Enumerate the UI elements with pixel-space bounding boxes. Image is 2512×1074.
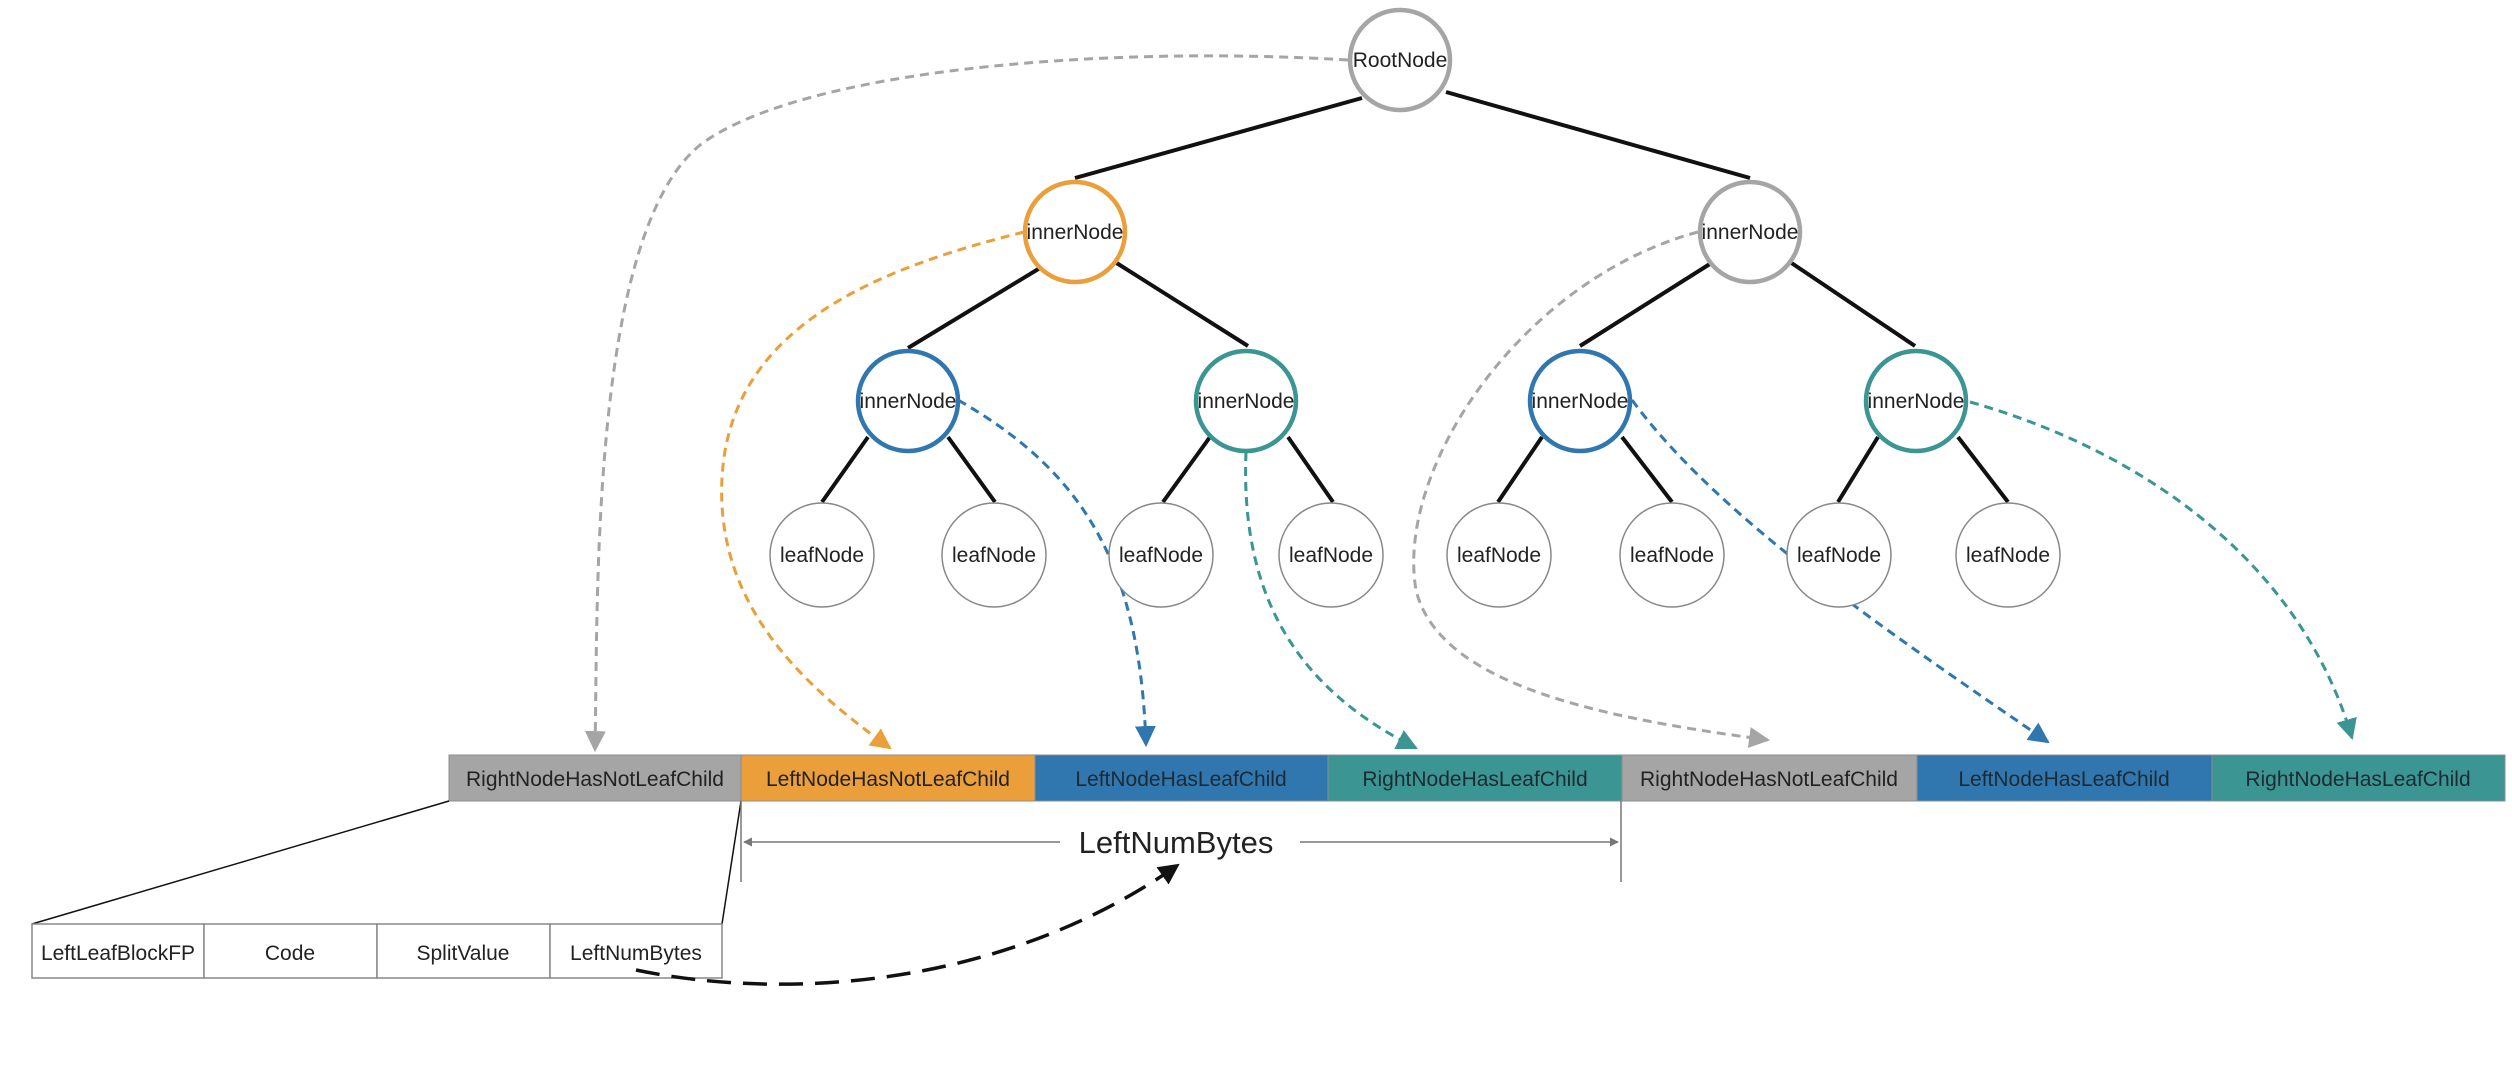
header-field: LeftLeafBlockFP xyxy=(31,923,205,979)
leaf-node: leafNode xyxy=(769,502,875,608)
edge-inner-gray-blue xyxy=(1578,260,1715,348)
edge-teal2-leaf7 xyxy=(1836,435,1880,504)
inner-node-circle xyxy=(1697,179,1803,285)
inner-node-blue-left: innerNode xyxy=(855,348,961,454)
byte-segment: RightNodeHasLeafChild xyxy=(2211,754,2506,802)
inner-node-label: innerNode xyxy=(1868,390,1965,413)
edge-inner-gray-teal xyxy=(1788,260,1917,348)
inner-node-label: innerNode xyxy=(1198,390,1295,413)
byte-segment-label: RightNodeHasLeafChild xyxy=(2245,768,2470,791)
edge-teal1-leaf4 xyxy=(1286,435,1335,504)
leaf-node: leafNode xyxy=(1108,502,1214,608)
byte-segment-label: LeftNodeHasLeafChild xyxy=(1075,768,1286,791)
inner-node-label: innerNode xyxy=(1702,221,1799,244)
inner-node-teal-left: innerNode xyxy=(1193,348,1299,454)
edge-blue1-leaf2 xyxy=(946,435,997,504)
byte-segment-label: RightNodeHasLeafChild xyxy=(1362,768,1587,791)
leaf-nodes: leafNode leafNode leafNode leafNode leaf… xyxy=(769,502,2061,608)
leaf-node: leafNode xyxy=(941,502,1047,608)
inner-node-label: innerNode xyxy=(1532,390,1629,413)
edge-blue1-leaf1 xyxy=(820,435,870,504)
inner-node-circle xyxy=(1193,348,1299,454)
leaf-node-label: leafNode xyxy=(1797,544,1881,567)
header-field: SplitValue xyxy=(376,923,551,979)
edge-root-inner-left xyxy=(1074,96,1363,180)
arrow-root-to-segment xyxy=(584,54,1349,753)
left-num-bytes-dimension xyxy=(740,801,1622,882)
inner-node-circle xyxy=(1022,179,1128,285)
edge-teal1-leaf3 xyxy=(1161,435,1212,504)
byte-segment-label: LeftNodeHasNotLeafChild xyxy=(766,768,1010,791)
leaf-node-label: leafNode xyxy=(1457,544,1541,567)
tree-edges xyxy=(820,90,2010,504)
leaf-node-label: leafNode xyxy=(780,544,864,567)
leaf-node: leafNode xyxy=(1446,502,1552,608)
leaf-node-label: leafNode xyxy=(1289,544,1373,567)
inner-node-blue-right: innerNode xyxy=(1527,348,1633,454)
header-fields: LeftLeafBlockFP Code SplitValue LeftNumB… xyxy=(31,923,723,979)
leaf-node: leafNode xyxy=(1619,502,1725,608)
header-field-label: Code xyxy=(265,942,315,965)
header-field-label: LeftLeafBlockFP xyxy=(41,942,195,965)
leaf-node-label: leafNode xyxy=(1630,544,1714,567)
leaf-node: leafNode xyxy=(1955,502,2061,608)
inner-node-orange: innerNode xyxy=(1022,179,1128,285)
leaf-node-label: leafNode xyxy=(952,544,1036,567)
leaf-node: leafNode xyxy=(1278,502,1384,608)
edge-blue2-leaf6 xyxy=(1620,435,1674,504)
edge-root-inner-right xyxy=(1445,90,1751,180)
header-field: LeftNumBytes xyxy=(549,923,723,979)
byte-segment: LeftNodeHasLeafChild xyxy=(1034,754,1329,802)
leaf-node-label: leafNode xyxy=(1966,544,2050,567)
byte-segment: LeftNodeHasNotLeafChild xyxy=(740,754,1036,802)
header-field: Code xyxy=(203,923,378,979)
edge-inner-orange-blue xyxy=(906,266,1042,350)
dimension-label: LeftNumBytes xyxy=(1079,825,1274,860)
inner-node-circle xyxy=(855,348,961,454)
leaf-node-label: leafNode xyxy=(1119,544,1203,567)
inner-node-circle xyxy=(1527,348,1633,454)
inner-node-gray: innerNode xyxy=(1697,179,1803,285)
inner-node-label: innerNode xyxy=(860,390,957,413)
arrow-teal2-to-segment xyxy=(1969,400,2357,741)
root-node-label: RootNode xyxy=(1353,49,1448,72)
leaf-node: leafNode xyxy=(1786,502,1892,608)
byte-segment: RightNodeHasNotLeafChild xyxy=(448,754,742,802)
header-field-label: LeftNumBytes xyxy=(570,942,702,965)
byte-segment: RightNodeHasLeafChild xyxy=(1327,754,1623,802)
header-field-label: SplitValue xyxy=(416,942,509,965)
inner-node-teal-right: innerNode xyxy=(1863,348,1969,454)
edge-blue2-leaf5 xyxy=(1496,435,1544,504)
edge-inner-orange-teal xyxy=(1113,260,1250,348)
arrow-teal1-to-segment xyxy=(1244,451,1418,750)
arrow-field-to-dimension xyxy=(635,863,1180,986)
byte-segment-label: RightNodeHasNotLeafChild xyxy=(466,768,724,791)
inner-node-label: innerNode xyxy=(1027,221,1124,244)
byte-segment-label: LeftNodeHasLeafChild xyxy=(1958,768,2169,791)
arrow-inner-orange-to-segment xyxy=(720,230,1025,750)
arrow-inner-gray-to-segment xyxy=(1412,230,1771,748)
zoom-lines xyxy=(31,800,742,925)
byte-segment: RightNodeHasNotLeafChild xyxy=(1621,754,1918,802)
root-node: RootNode xyxy=(1347,7,1453,113)
byte-segment: LeftNodeHasLeafChild xyxy=(1916,754,2213,802)
edge-teal2-leaf8 xyxy=(1956,435,2010,504)
root-node-circle xyxy=(1347,7,1453,113)
byte-segment-label: RightNodeHasNotLeafChild xyxy=(1640,768,1898,791)
inner-node-circle xyxy=(1863,348,1969,454)
byte-array: RightNodeHasNotLeafChild LeftNodeHasNotL… xyxy=(448,754,2506,802)
